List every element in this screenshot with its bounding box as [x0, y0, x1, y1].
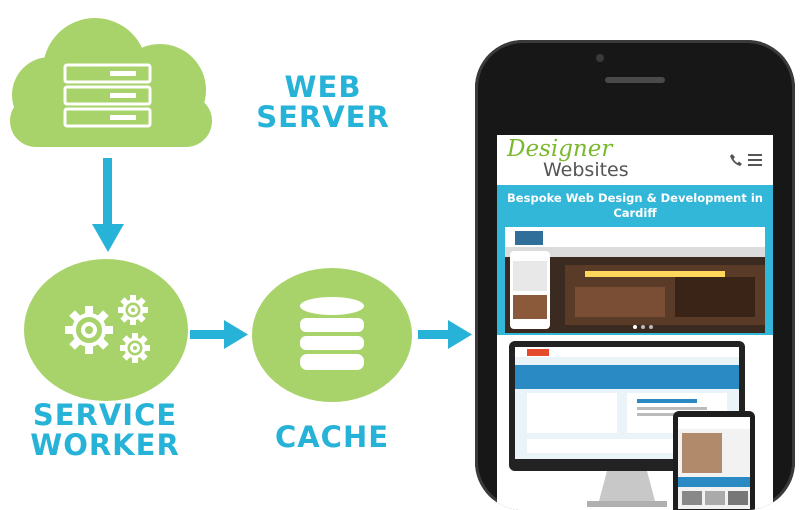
database-icon — [300, 297, 364, 370]
phone-screen: Designer Websites Bespoke Web Design & D… — [497, 135, 773, 510]
site-logo-line1: Designer — [507, 136, 613, 162]
service-worker-label-line2: WORKER — [30, 428, 180, 463]
website-preview-image — [505, 227, 765, 333]
service-worker-label-line1: SERVICE — [32, 398, 178, 432]
gears-icon — [65, 295, 150, 363]
web-server-cloud — [10, 18, 212, 147]
site-logo-line2: Websites — [543, 159, 629, 181]
cache-circle — [252, 268, 412, 402]
devices-mockup-image — [497, 335, 773, 510]
speaker-grille — [605, 77, 665, 83]
banner-title: Bespoke Web Design & Development in Card… — [507, 191, 763, 220]
camera-icon — [596, 54, 604, 62]
cache-label: CACHE — [274, 420, 390, 454]
arrow-right-icon — [190, 320, 248, 349]
web-server-label: WEB SERVER — [248, 72, 398, 133]
arrow-right-icon — [418, 320, 472, 349]
server-icon — [63, 63, 152, 128]
phone-icon[interactable] — [729, 153, 743, 167]
arrow-down-icon — [92, 158, 124, 252]
hero-banner: Bespoke Web Design & Development in Card… — [497, 185, 773, 335]
site-header: Designer Websites — [497, 135, 773, 185]
web-server-label-line1: WEB — [284, 70, 362, 104]
web-server-label-line2: SERVER — [256, 100, 390, 135]
menu-icon[interactable] — [748, 154, 762, 166]
smartphone: Designer Websites Bespoke Web Design & D… — [475, 40, 795, 510]
service-worker-label: SERVICE WORKER — [20, 400, 190, 461]
